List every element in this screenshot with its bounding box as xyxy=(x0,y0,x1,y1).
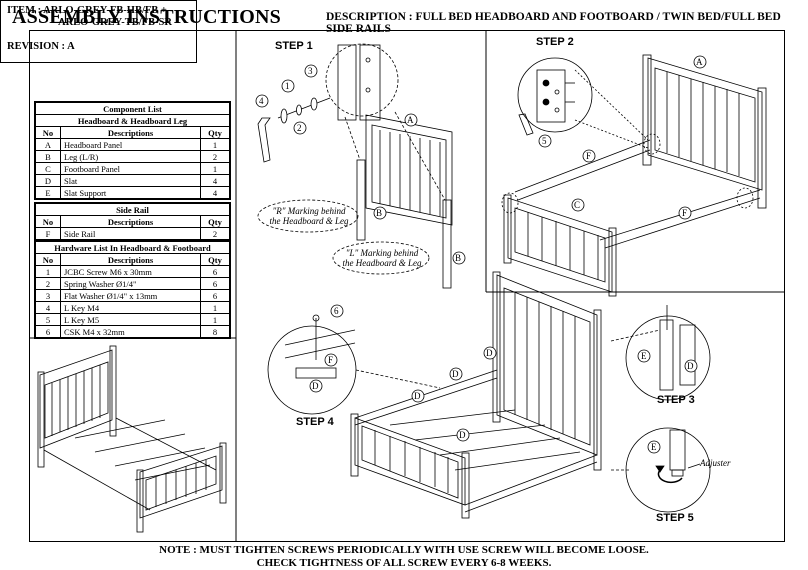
row-qty: 2 xyxy=(200,227,230,240)
assembled-bed-preview xyxy=(37,345,227,533)
label-D: D xyxy=(687,361,694,371)
label-E: E xyxy=(641,351,647,361)
label-3: 3 xyxy=(308,66,313,76)
note-line2: CHECK TIGHTNESS OF ALL SCREW EVERY 6-8 W… xyxy=(256,557,552,569)
l-marking-callout: "L" Marking behind the Headboard & Leg xyxy=(342,248,422,268)
label-A: A xyxy=(407,115,414,125)
item-code-line2: ARLO-GREY-TB/FB-SR xyxy=(58,17,172,28)
note-line1: NOTE : MUST TIGHTEN SCREWS PERIODICALLY … xyxy=(159,544,649,556)
label-C: C xyxy=(574,200,581,210)
label-B: B xyxy=(455,253,462,263)
label-2: 2 xyxy=(297,123,302,133)
step1-illustration xyxy=(257,43,453,289)
label-F: F xyxy=(328,355,334,365)
page-title: ASSEMBLY INSTRUCTIONS xyxy=(12,6,281,28)
row-qty: 6 xyxy=(200,289,230,302)
label-D: D xyxy=(452,369,459,379)
maintenance-note: NOTE : MUST TIGHTEN SCREWS PERIODICALLY … xyxy=(0,544,808,570)
r-marking-callout: "R" Marking behind the Headboard & Leg xyxy=(269,206,349,226)
label-B: B xyxy=(376,208,383,218)
label-D: D xyxy=(486,348,493,358)
row-qty: 8 xyxy=(200,325,230,338)
item-info-box: ITEM : ARLO-GREY-FB-HB/FB + ARLO-GREY-TB… xyxy=(0,0,197,63)
label-E: E xyxy=(651,442,657,452)
step4-heading: STEP 4 xyxy=(296,416,334,428)
outer-frame xyxy=(29,30,785,542)
label-1: 1 xyxy=(285,81,290,91)
product-description: DESCRIPTION : FULL BED HEADBOARD AND FOO… xyxy=(326,11,781,35)
step2-heading: STEP 2 xyxy=(536,36,574,48)
step1-heading: STEP 1 xyxy=(275,40,313,52)
hardware-table: Hardware List In Headboard & Footboard N… xyxy=(34,240,231,339)
label-D: D xyxy=(414,391,421,401)
item-code-line1: ITEM : ARLO-GREY-FB-HB/FB + xyxy=(7,5,167,16)
step3-heading: STEP 3 xyxy=(657,394,695,406)
label-5: 5 xyxy=(542,136,547,146)
row-qty: 4 xyxy=(200,186,230,199)
label-F: F xyxy=(586,151,592,161)
adjuster-label: Adjuster xyxy=(700,458,731,468)
label-6: 6 xyxy=(334,306,339,316)
label-A: A xyxy=(696,57,703,67)
step4-illustration xyxy=(267,271,602,519)
step5-heading: STEP 5 xyxy=(656,512,694,524)
label-D: D xyxy=(459,430,466,440)
step3-illustration xyxy=(625,305,711,401)
label-4: 4 xyxy=(259,96,264,106)
label-F: F xyxy=(682,208,688,218)
revision-label: REVISION : A xyxy=(7,41,75,52)
label-D: D xyxy=(312,381,319,391)
component-list-table: Component List Headboard & Headboard Leg… xyxy=(34,101,231,200)
